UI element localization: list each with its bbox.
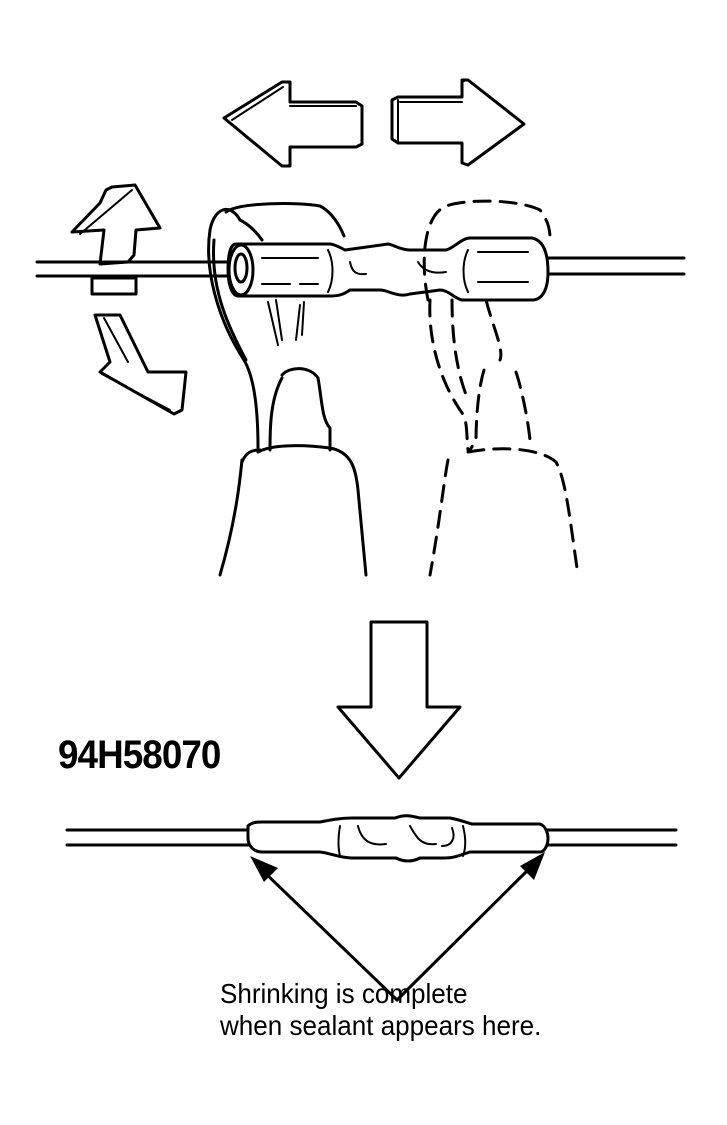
caption-line-2: when sealant appears here. bbox=[220, 1010, 542, 1041]
wire-bottom bbox=[65, 828, 678, 847]
heat-shrink-sleeve-after bbox=[246, 814, 550, 863]
arrow-down-icon bbox=[336, 620, 462, 780]
sealant-indicator-arrows bbox=[250, 852, 545, 1002]
figure-id-label: 94H58070 bbox=[58, 733, 221, 777]
heat-gun-solid bbox=[207, 202, 368, 577]
rotate-arrow-icon bbox=[70, 183, 188, 416]
arrow-left-icon bbox=[222, 80, 364, 168]
heat-gun-dashed bbox=[422, 199, 580, 577]
caption-line-1: Shrinking is complete bbox=[220, 978, 468, 1009]
heat-shrink-sleeve-before bbox=[226, 236, 550, 302]
figure-caption: Shrinking is complete when sealant appea… bbox=[220, 978, 541, 1042]
arrow-right-icon bbox=[390, 78, 526, 167]
